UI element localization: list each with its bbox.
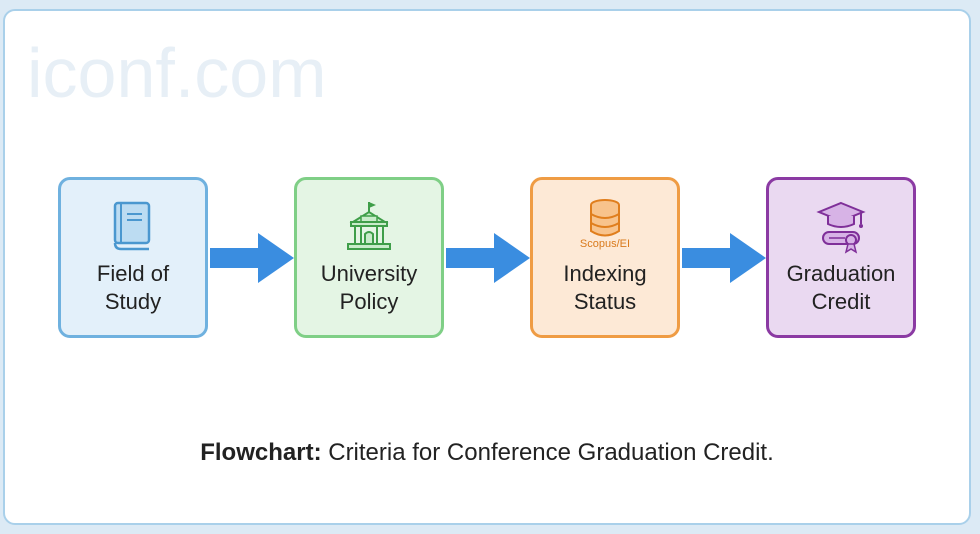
arrow-right-icon [682,233,766,283]
node-university-policy: University Policy [294,177,444,338]
caption-text: Criteria for Conference Graduation Credi… [321,439,774,466]
book-icon [61,200,205,254]
node-label-line: University [320,261,418,286]
node-label: Graduation Credit [769,260,913,316]
node-label-line: Study [104,289,162,314]
database-icon [533,198,677,252]
diagram-frame: iconf.com Field of Study [3,9,971,525]
node-indexing-status: Scopus/EI Indexing Status [530,177,680,338]
node-label-line: Status [573,289,637,314]
node-label-line: Field of [96,261,170,286]
watermark: iconf.com [27,34,327,112]
arrow-right-icon [446,233,530,283]
university-building-icon [297,200,441,254]
node-label: Indexing Status [533,260,677,316]
arrow-right-icon [210,233,294,283]
graduation-cap-diploma-icon [769,200,913,254]
node-label-line: Credit [811,289,871,314]
node-label-line: Indexing [563,261,647,286]
node-field-of-study: Field of Study [58,177,208,338]
node-sublabel: Scopus/EI [579,238,631,250]
figure-caption: Flowchart: Criteria for Conference Gradu… [5,439,969,467]
node-label-line: Policy [339,289,399,314]
node-label-line: Graduation [786,261,896,286]
node-graduation-credit: Graduation Credit [766,177,916,338]
node-label: University Policy [297,260,441,316]
caption-prefix: Flowchart: [200,439,322,466]
node-label: Field of Study [61,260,205,316]
